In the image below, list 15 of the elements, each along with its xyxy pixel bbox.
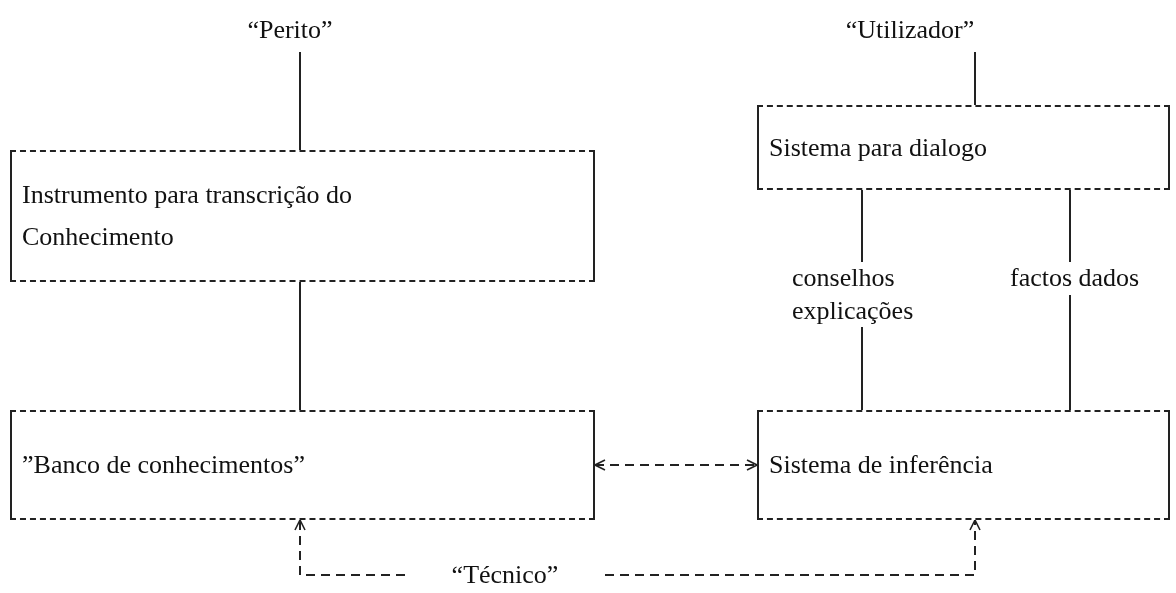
connector-line (299, 51, 301, 151)
edge-label: factos dados (1010, 262, 1140, 295)
box-text: Sistema de inferência (769, 449, 993, 482)
connector-line (604, 519, 981, 576)
box-text: Instrumento para transcrição do Conhecimento (22, 179, 352, 253)
connector-line (299, 281, 301, 411)
process-box (757, 410, 1170, 520)
process-box (10, 150, 595, 282)
connector-line (974, 51, 976, 106)
connector-line (294, 519, 406, 576)
connector-line (594, 459, 758, 471)
box-text: Sistema para dialogo (769, 131, 988, 164)
box-text: ”Banco de conhecimentos” (22, 449, 305, 482)
process-box (10, 410, 595, 520)
process-box (757, 105, 1170, 190)
